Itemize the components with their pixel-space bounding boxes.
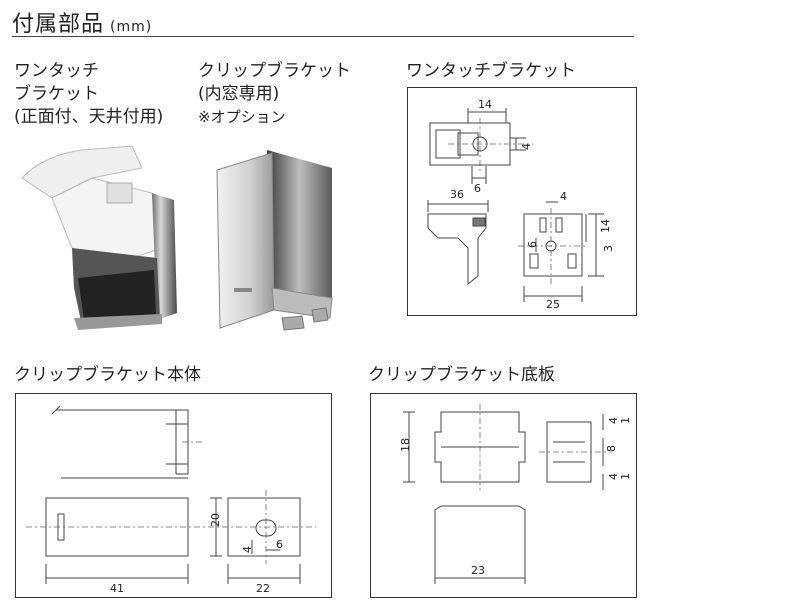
dim-base-4-bottom: 4 xyxy=(607,473,620,480)
clip-label-line2: (内窓専用) xyxy=(198,84,280,104)
dim-base-23: 23 xyxy=(471,564,485,577)
one-touch-label: ワンタッチ ブラケット (正面付、天井付用) xyxy=(14,60,163,129)
dim-base-4-top: 4 xyxy=(607,417,620,424)
dim-top-6: 6 xyxy=(474,182,481,195)
dim-base-8: 8 xyxy=(605,445,618,452)
clip-option-note: ※オプション xyxy=(198,108,286,126)
clip-base-diagram-title: クリップブラケット底板 xyxy=(368,365,555,385)
one-touch-label-line3: (正面付、天井付用) xyxy=(14,107,164,127)
page-title: 付属部品 (mm) xyxy=(12,6,152,38)
dim-top-width-14: 14 xyxy=(478,98,492,111)
dim-base-1-bottom: 1 xyxy=(619,473,632,480)
unit-text: (mm) xyxy=(110,19,153,35)
one-touch-photo xyxy=(21,145,177,330)
one-touch-diagram: 14 4 6 36 4 14 6 3 25 xyxy=(407,87,637,316)
dim-front-6: 6 xyxy=(526,241,539,248)
title-text: 付属部品 xyxy=(12,12,105,37)
clip-photo xyxy=(216,150,333,331)
clip-body-diagram-title: クリップブラケット本体 xyxy=(14,365,201,385)
dim-side-36: 36 xyxy=(450,188,464,201)
dim-base-18: 18 xyxy=(399,438,412,452)
dim-body-22: 22 xyxy=(256,582,270,595)
dim-body-4: 4 xyxy=(241,546,254,553)
one-touch-label-line1: ワンタッチ xyxy=(14,61,99,81)
dim-base-1-top: 1 xyxy=(619,417,632,424)
dim-body-6: 6 xyxy=(276,538,283,551)
dim-body-41: 41 xyxy=(110,582,124,595)
dim-body-20: 20 xyxy=(209,513,222,527)
one-touch-diagram-title: ワンタッチブラケット xyxy=(406,61,576,81)
dim-front-4: 4 xyxy=(560,190,567,203)
clip-body-diagram: 20 4 6 41 22 xyxy=(15,393,332,598)
dim-front-25: 25 xyxy=(546,298,560,311)
title-rule xyxy=(12,36,634,37)
clip-label-line1: クリップブラケット xyxy=(198,61,351,81)
dim-front-14: 14 xyxy=(599,219,612,233)
clip-base-diagram: 18 4 1 8 4 1 23 xyxy=(370,393,637,598)
dim-top-4: 4 xyxy=(520,143,533,150)
one-touch-label-line2: ブラケット xyxy=(14,84,99,104)
clip-label: クリップブラケット (内窓専用) ※オプション xyxy=(198,60,351,129)
dim-front-3: 3 xyxy=(602,245,615,252)
